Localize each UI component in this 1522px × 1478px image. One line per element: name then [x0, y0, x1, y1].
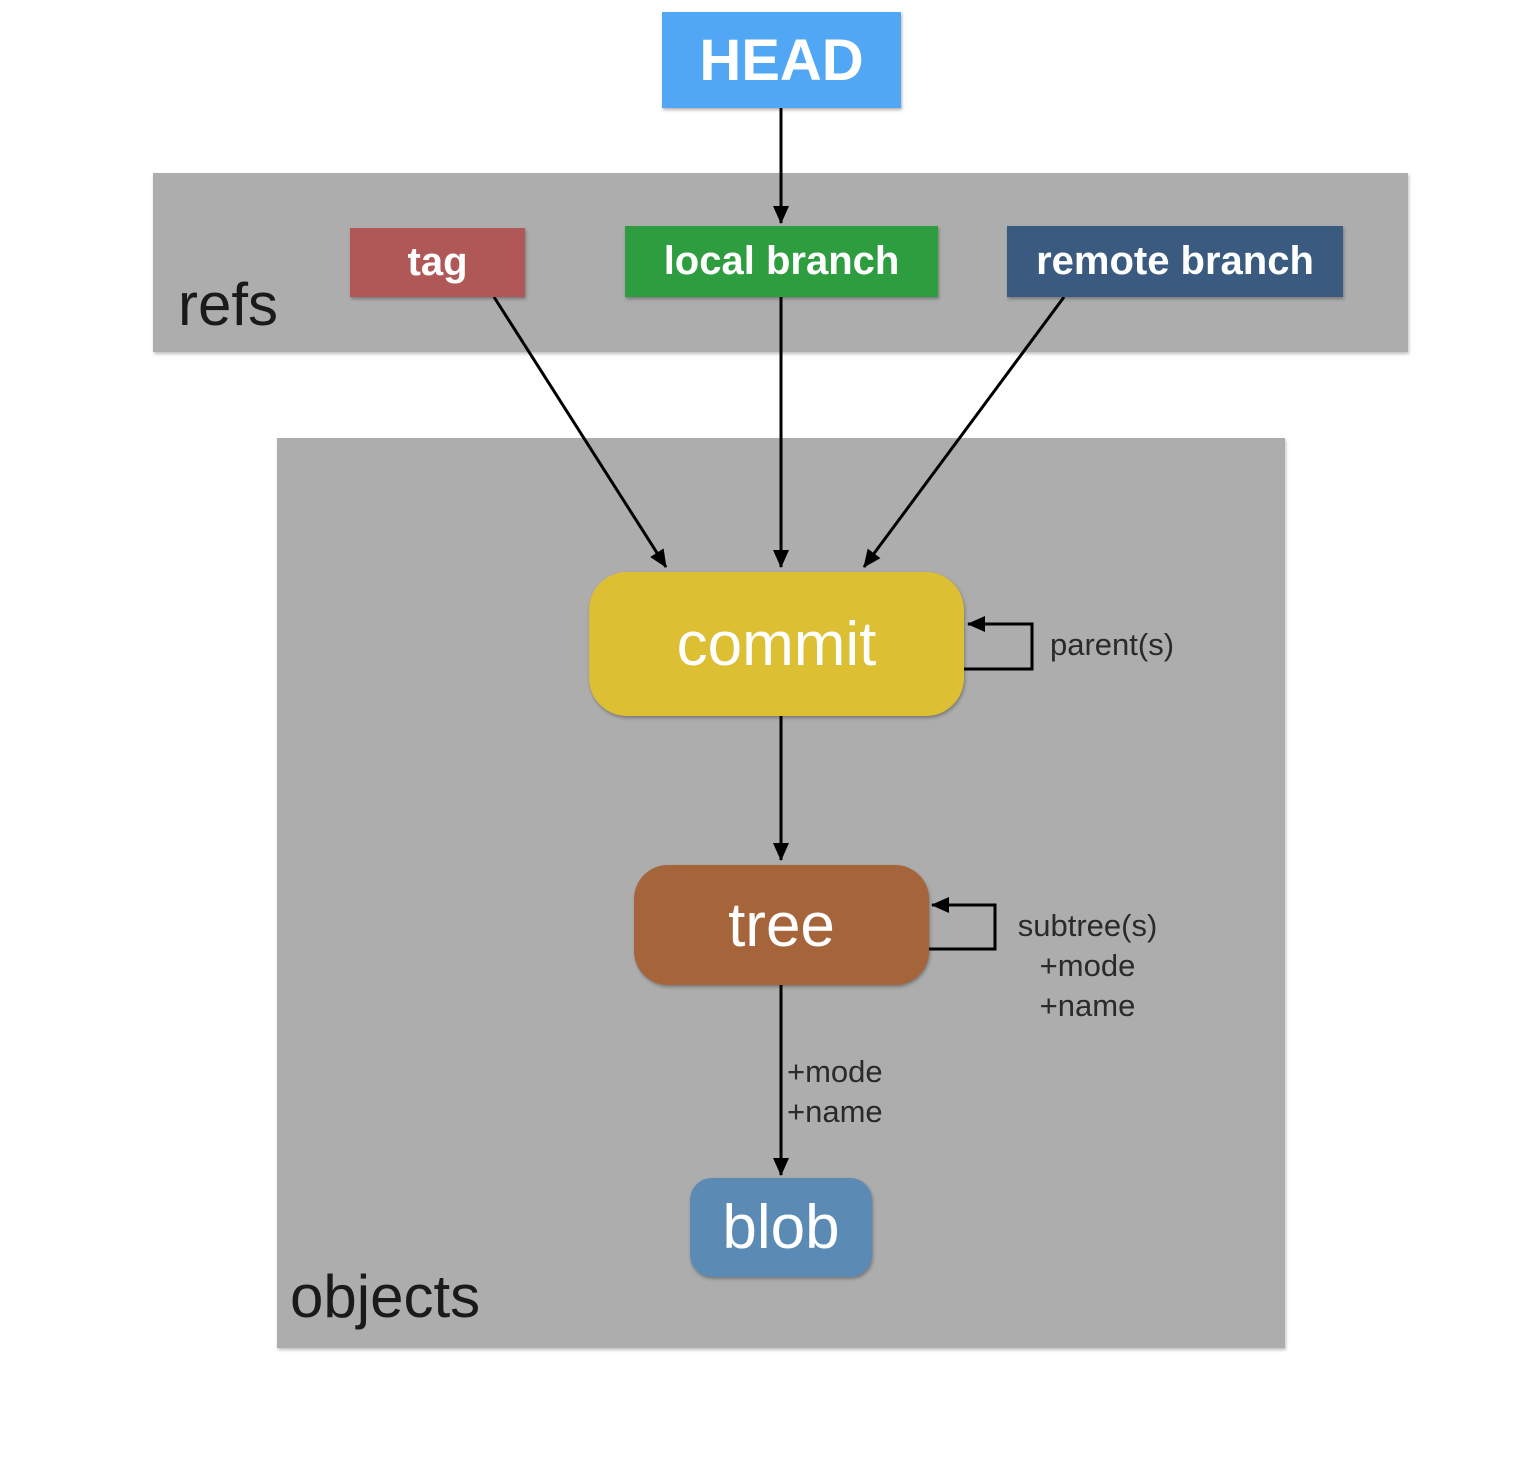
head-node: HEAD [662, 12, 901, 108]
tag-node: tag [350, 228, 525, 297]
tree-to-blob-labels: +mode +name [787, 1052, 883, 1132]
edge-tag-to-commit [492, 296, 668, 568]
tree-node: tree [634, 865, 929, 985]
remote-branch-node: remote branch [1007, 226, 1343, 297]
tree-subtree-labels: subtree(s) +mode +name [1005, 906, 1170, 1026]
blob-mode-label: +mode [787, 1054, 883, 1089]
commit-parents-label: parent(s) [1050, 627, 1175, 662]
edge-remote-branch-to-commit [862, 296, 1066, 568]
local-branch-node: local branch [625, 226, 938, 297]
blob-name-label: +name [787, 1094, 883, 1129]
refs-group-label: refs [178, 271, 279, 338]
subtree-name-label: +name [1039, 988, 1136, 1023]
edge-tree-subtree-loop [929, 897, 997, 951]
blob-node: blob [690, 1178, 872, 1277]
commit-node: commit [589, 572, 964, 716]
subtree-label: subtree(s) [1017, 908, 1158, 943]
subtree-mode-label: +mode [1039, 948, 1136, 983]
edge-commit-parents-loop [964, 616, 1034, 671]
objects-group-label: objects [290, 1263, 481, 1330]
